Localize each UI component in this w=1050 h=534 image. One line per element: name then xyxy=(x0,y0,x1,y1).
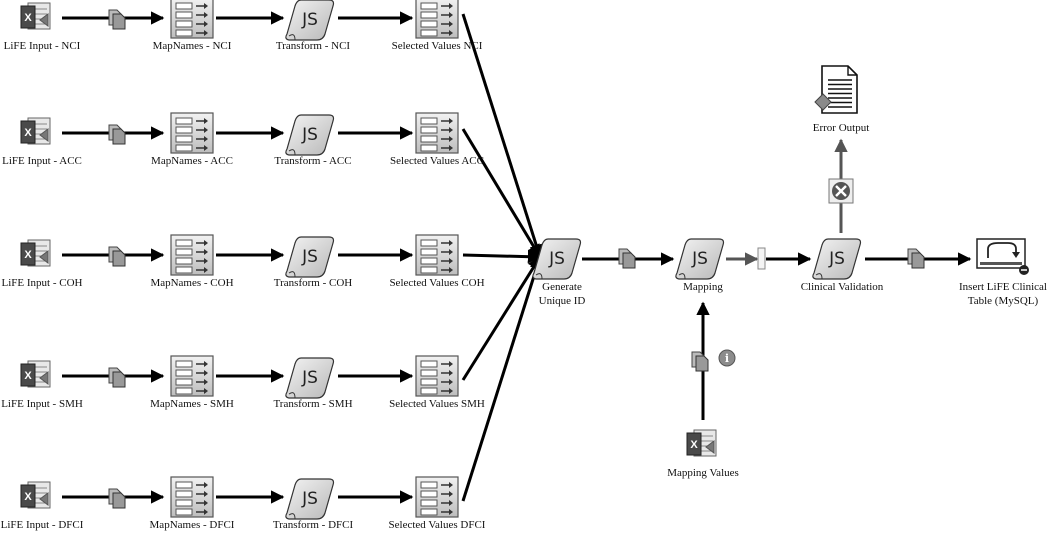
input-label: LiFE Input - SMH xyxy=(1,398,83,410)
svg-text:X: X xyxy=(24,491,32,503)
svg-text:JS: JS xyxy=(548,249,565,269)
transform-node-3[interactable]: JS xyxy=(285,357,335,399)
input-label: LiFE Input - COH xyxy=(2,277,83,289)
svg-text:JS: JS xyxy=(301,247,318,267)
selected-values-node-0[interactable] xyxy=(415,0,459,39)
input-label: LiFE Input - DFCI xyxy=(1,519,84,531)
copy-rows-icon xyxy=(108,488,126,509)
error-output-labels: Error Output xyxy=(813,122,870,134)
excel-input-icon[interactable]: X xyxy=(20,239,51,267)
mapnames-label: MapNames - NCI xyxy=(153,40,232,52)
row-labels-1: LiFE Input - ACC MapNames - ACC Transform … xyxy=(2,155,484,167)
svg-text:JS: JS xyxy=(828,249,845,269)
transform-label: Transform - COH xyxy=(274,277,352,289)
svg-text:X: X xyxy=(24,249,32,261)
svg-text:X: X xyxy=(690,439,698,451)
mapping-values-label: Mapping Values xyxy=(667,467,739,479)
text-file-output-icon[interactable] xyxy=(814,65,858,114)
svg-text:X: X xyxy=(24,370,32,382)
selected-values-label: Selected Values SMH xyxy=(389,398,485,410)
mapnames-node-2[interactable] xyxy=(170,234,214,276)
copy-rows-icon xyxy=(108,124,126,145)
mapnames-node-1[interactable] xyxy=(170,112,214,154)
mapping-label: Mapping xyxy=(683,281,723,293)
generate-label-line1: Generate xyxy=(542,281,582,293)
selected-values-label: Selected Values DFCI xyxy=(389,519,486,531)
clinical-labels: Clinical Validation xyxy=(801,281,884,293)
svg-text:JS: JS xyxy=(691,249,708,269)
clinical-validation-node[interactable]: JS xyxy=(812,238,862,280)
mapnames-label: MapNames - COH xyxy=(150,277,233,289)
mapping-labels: Mapping xyxy=(683,281,723,293)
insert-label-line1: Insert LiFE Clinical xyxy=(959,281,1047,293)
mapnames-node-0[interactable] xyxy=(170,0,214,39)
svg-text:JS: JS xyxy=(301,368,318,388)
mapnames-node-3[interactable] xyxy=(170,355,214,397)
copy-rows-icon xyxy=(691,351,709,372)
selected-values-node-1[interactable] xyxy=(415,112,459,154)
selected-values-node-3[interactable] xyxy=(415,355,459,397)
excel-input-icon[interactable]: X xyxy=(20,2,51,30)
transform-node-2[interactable]: JS xyxy=(285,236,335,278)
filter-step[interactable] xyxy=(757,247,766,270)
input-label: LiFE Input - ACC xyxy=(2,155,82,167)
mapnames-label: MapNames - ACC xyxy=(151,155,233,167)
excel-input-icon[interactable]: X xyxy=(20,481,51,509)
transform-node-0[interactable]: JS xyxy=(285,0,335,41)
mapnames-label: MapNames - DFCI xyxy=(150,519,235,531)
info-icon: i xyxy=(718,349,736,367)
mapnames-label: MapNames - SMH xyxy=(150,398,234,410)
svg-text:X: X xyxy=(24,12,32,24)
selected-values-node-4[interactable] xyxy=(415,476,459,518)
svg-text:X: X xyxy=(24,127,32,139)
mapping-node[interactable]: JS xyxy=(675,238,725,280)
mapping-values-labels: Mapping Values xyxy=(667,467,739,479)
error-output-label: Error Output xyxy=(813,122,870,134)
insert-label-line2: Table (MySQL) xyxy=(968,295,1039,307)
copy-rows-icon xyxy=(108,246,126,267)
input-label: LiFE Input - NCI xyxy=(4,40,81,52)
svg-text:JS: JS xyxy=(301,10,318,30)
transform-node-1[interactable]: JS xyxy=(285,114,335,156)
transform-label: Transform - SMH xyxy=(273,398,352,410)
transform-label: Transform - DFCI xyxy=(273,519,354,531)
error-x-icon xyxy=(828,178,854,204)
excel-input-icon[interactable]: X xyxy=(686,429,717,457)
copy-rows-icon xyxy=(907,248,925,269)
clinical-validation-label: Clinical Validation xyxy=(801,281,884,293)
generate-label-line2: Unique ID xyxy=(539,295,586,307)
row-labels-0: LiFE Input - NCI MapNames - NCI Transform … xyxy=(4,40,483,52)
svg-text:i: i xyxy=(725,352,729,365)
selected-values-label: Selected Values COH xyxy=(389,277,484,289)
excel-input-icon[interactable]: X xyxy=(20,117,51,145)
mapnames-node-4[interactable] xyxy=(170,476,214,518)
svg-text:JS: JS xyxy=(301,489,318,509)
selected-values-node-2[interactable] xyxy=(415,234,459,276)
generate-unique-id-node[interactable]: JS xyxy=(532,238,582,280)
row-labels-2: LiFE Input - COH MapNames - COH Transform … xyxy=(2,277,485,289)
copy-rows-icon xyxy=(108,367,126,388)
row-labels-3: LiFE Input - SMH MapNames - SMH Transform … xyxy=(1,398,485,410)
transform-label: Transform - NCI xyxy=(276,40,350,52)
selected-values-label: Selected Values ACC xyxy=(390,155,484,167)
table-insert-icon[interactable] xyxy=(976,238,1029,275)
selected-values-label: Selected Values NCI xyxy=(392,40,483,52)
transform-label: Transform - ACC xyxy=(274,155,351,167)
svg-text:JS: JS xyxy=(301,125,318,145)
transform-node-4[interactable]: JS xyxy=(285,478,335,520)
copy-rows-icon xyxy=(108,9,126,30)
row-labels-4: LiFE Input - DFCI MapNames - DFCI Transfor… xyxy=(1,519,486,531)
excel-input-icon[interactable]: X xyxy=(20,360,51,388)
copy-rows-icon xyxy=(618,248,636,269)
